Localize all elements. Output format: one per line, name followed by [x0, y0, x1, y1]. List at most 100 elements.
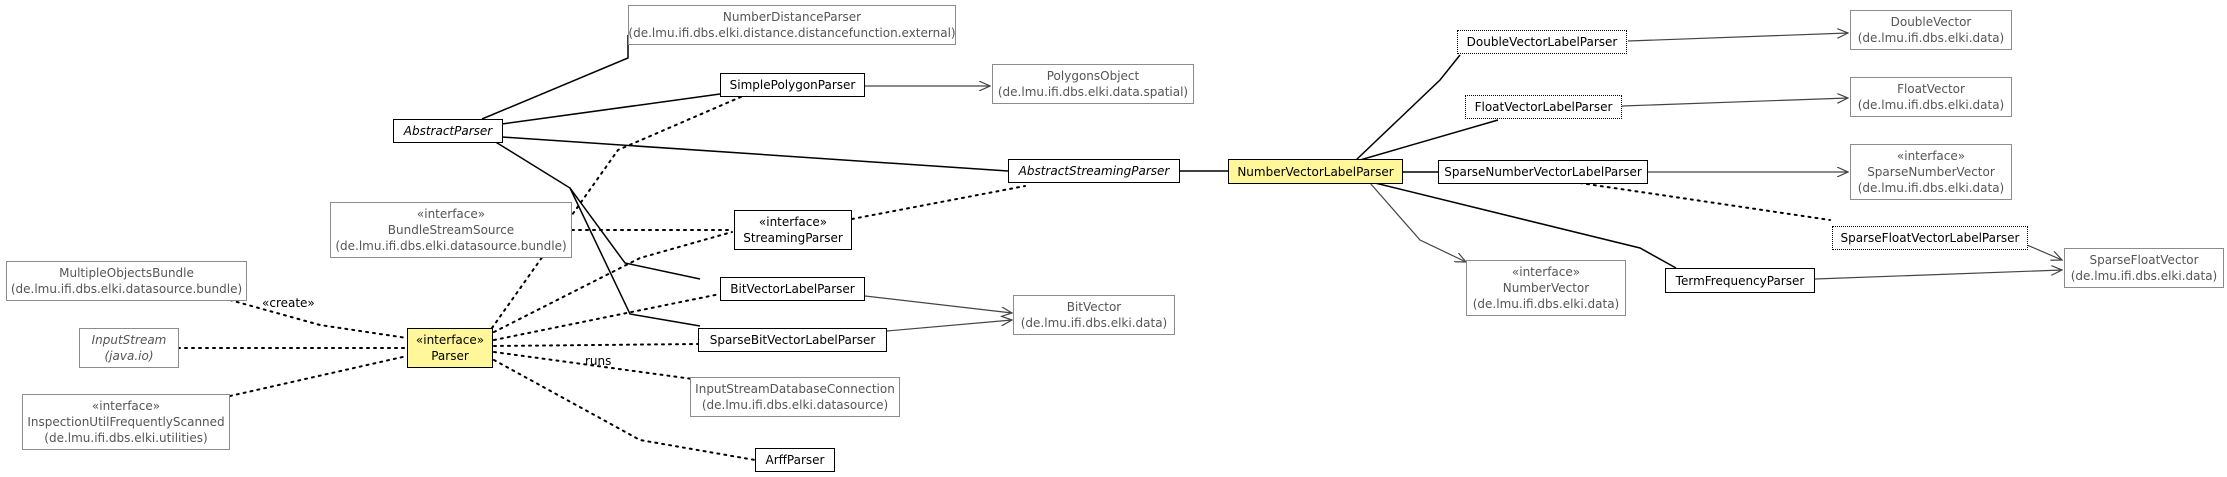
node-parser[interactable]: «interface» Parser	[407, 328, 493, 368]
node-sparse-float-vector-package: (de.lmu.ifi.dbs.elki.data)	[2070, 269, 2218, 283]
node-number-vector[interactable]: «interface» NumberVector (de.lmu.ifi.dbs…	[1466, 260, 1626, 316]
node-sparse-float-vector-label-parser-name: SparseFloatVectorLabelParser	[1840, 231, 2020, 245]
node-inspection-util-stereotype: «interface»	[91, 399, 161, 413]
node-simple-polygon-parser-name: SimplePolygonParser	[729, 78, 856, 92]
node-multiple-objects-bundle-name: MultipleObjectsBundle	[59, 266, 194, 280]
edge-parser-sparsebitvectorlabel	[493, 343, 699, 347]
node-abstract-streaming-parser[interactable]: AbstractStreamingParser	[1008, 159, 1180, 183]
edge-parser-simplepolygon	[491, 79, 781, 329]
node-double-vector-name: DoubleVector	[1890, 15, 1972, 29]
edge-sparsebitvectorlabel-bitvector	[886, 320, 1012, 332]
node-abstract-parser-name: AbstractParser	[403, 124, 493, 138]
node-bundle-stream-source-stereotype: «interface»	[416, 207, 486, 221]
node-sparse-number-vector-label-parser[interactable]: SparseNumberVectorLabelParser	[1438, 160, 1648, 184]
node-number-vector-name: NumberVector	[1502, 281, 1590, 295]
edge-floatvectorlabel-floatvector	[1621, 98, 1848, 107]
node-sparse-float-vector[interactable]: SparseFloatVector (de.lmu.ifi.dbs.elki.d…	[2064, 248, 2224, 288]
node-sparse-number-vector-name: SparseNumberVector	[1867, 165, 1995, 179]
edge-doublevectorlabel-doublevector	[1627, 33, 1848, 42]
node-bit-vector-label-parser[interactable]: BitVectorLabelParser	[720, 277, 865, 301]
edge-abstractparser-sparsebitvectorlabelparser	[569, 187, 701, 327]
node-inspection-util-package: (de.lmu.ifi.dbs.elki.utilities)	[44, 431, 208, 445]
edge-label-runs: runs	[585, 354, 612, 368]
node-input-stream-database-connection[interactable]: InputStreamDatabaseConnection (de.lmu.if…	[690, 377, 900, 417]
node-streaming-parser-name: StreamingParser	[743, 231, 843, 245]
node-number-vector-label-parser-name: NumberVectorLabelParser	[1237, 164, 1394, 179]
node-float-vector-label-parser-name: FloatVectorLabelParser	[1474, 100, 1613, 114]
node-inspection-util[interactable]: «interface» InspectionUtilFrequentlyScan…	[22, 394, 230, 450]
node-arff-parser-name: ArffParser	[765, 453, 825, 467]
node-input-stream[interactable]: InputStream (java.io)	[79, 328, 179, 368]
node-inspection-util-name: InspectionUtilFrequentlyScanned	[27, 415, 225, 429]
edge-sparsenumbervectorlabel-sparsefloat	[1579, 182, 1831, 221]
node-number-distance-parser-package: (de.lmu.ifi.dbs.elki.distance.distancefu…	[628, 26, 956, 40]
edge-sparsefloatlabel-sparsefloat	[2026, 244, 2062, 260]
node-sparse-number-vector[interactable]: «interface» SparseNumberVector (de.lmu.i…	[1850, 144, 2012, 200]
node-double-vector-label-parser[interactable]: DoubleVectorLabelParser	[1457, 30, 1627, 54]
node-parser-stereotype: «interface»	[415, 333, 485, 347]
node-input-stream-package: (java.io)	[104, 349, 154, 363]
node-sparse-bit-vector-label-parser-name: SparseBitVectorLabelParser	[709, 333, 876, 347]
node-sparse-float-vector-label-parser[interactable]: SparseFloatVectorLabelParser	[1832, 226, 2028, 250]
node-term-frequency-parser-name: TermFrequencyParser	[1675, 273, 1805, 288]
node-bundle-stream-source-package: (de.lmu.ifi.dbs.elki.datasource.bundle)	[335, 239, 567, 253]
node-polygons-object-package: (de.lmu.ifi.dbs.elki.data.spatial)	[997, 85, 1189, 99]
node-sparse-bit-vector-label-parser[interactable]: SparseBitVectorLabelParser	[698, 328, 887, 352]
node-double-vector-package: (de.lmu.ifi.dbs.elki.data)	[1857, 31, 2005, 45]
node-sparse-number-vector-stereotype: «interface»	[1896, 149, 1966, 163]
node-number-vector-stereotype: «interface»	[1511, 265, 1581, 279]
node-arff-parser[interactable]: ArffParser	[755, 448, 835, 472]
node-bit-vector-label-parser-name: BitVectorLabelParser	[730, 282, 855, 296]
node-bundle-stream-source-name: BundleStreamSource	[387, 223, 515, 237]
node-abstract-parser[interactable]: AbstractParser	[393, 119, 503, 143]
node-sparse-number-vector-package: (de.lmu.ifi.dbs.elki.data)	[1857, 181, 2005, 195]
node-bit-vector-name: BitVector	[1066, 300, 1122, 314]
node-bit-vector[interactable]: BitVector (de.lmu.ifi.dbs.elki.data)	[1013, 295, 1175, 335]
edge-inspection-parser	[229, 355, 408, 397]
node-number-distance-parser-name: NumberDistanceParser	[722, 10, 862, 24]
node-float-vector-label-parser[interactable]: FloatVectorLabelParser	[1465, 95, 1622, 119]
node-multiple-objects-bundle[interactable]: MultipleObjectsBundle (de.lmu.ifi.dbs.el…	[6, 261, 247, 301]
edge-parser-streamingparser	[493, 231, 733, 333]
node-number-vector-package: (de.lmu.ifi.dbs.elki.data)	[1472, 297, 1620, 311]
edge-parser-arff	[493, 359, 756, 461]
node-number-distance-parser[interactable]: NumberDistanceParser (de.lmu.ifi.dbs.elk…	[628, 5, 956, 45]
edge-numbervector-floatvectorlabel	[1359, 119, 1499, 161]
node-double-vector[interactable]: DoubleVector (de.lmu.ifi.dbs.elki.data)	[1850, 10, 2012, 50]
node-float-vector[interactable]: FloatVector (de.lmu.ifi.dbs.elki.data)	[1850, 77, 2012, 117]
node-term-frequency-parser[interactable]: TermFrequencyParser	[1665, 268, 1815, 293]
node-abstract-streaming-parser-name: AbstractStreamingParser	[1018, 164, 1170, 178]
node-streaming-parser[interactable]: «interface» StreamingParser	[734, 210, 852, 250]
edge-numbervector-termfrequency	[1374, 182, 1677, 269]
edge-abstractparser-simplepolygonparser	[501, 93, 721, 125]
edge-streaming-abstractstreaming	[851, 185, 1026, 220]
edge-numbervector-numbervector	[1369, 182, 1466, 262]
node-polygons-object-name: PolygonsObject	[1046, 69, 1140, 83]
edge-parser-inputstreamdb	[493, 351, 701, 381]
node-input-stream-database-connection-name: InputStreamDatabaseConnection	[695, 382, 895, 396]
edge-label-create: «create»	[262, 296, 315, 310]
node-bit-vector-package: (de.lmu.ifi.dbs.elki.data)	[1020, 316, 1168, 330]
node-number-vector-label-parser[interactable]: NumberVectorLabelParser	[1228, 159, 1403, 184]
node-parser-name: Parser	[431, 349, 469, 363]
node-float-vector-package: (de.lmu.ifi.dbs.elki.data)	[1857, 98, 2005, 112]
edge-abstractparser-bitvectorlabelparser	[493, 140, 701, 280]
node-simple-polygon-parser[interactable]: SimplePolygonParser	[720, 73, 865, 97]
node-double-vector-label-parser-name: DoubleVectorLabelParser	[1466, 35, 1618, 49]
node-multiple-objects-bundle-package: (de.lmu.ifi.dbs.elki.datasource.bundle)	[10, 282, 243, 296]
node-streaming-parser-stereotype: «interface»	[758, 215, 828, 229]
solid-edges	[481, 35, 1677, 327]
edge-multipleobjects-parser	[229, 299, 408, 339]
node-polygons-object[interactable]: PolygonsObject (de.lmu.ifi.dbs.elki.data…	[992, 64, 1194, 104]
arrow-edges	[864, 33, 2062, 332]
node-input-stream-database-connection-package: (de.lmu.ifi.dbs.elki.datasource)	[701, 398, 889, 412]
dotted-edges	[177, 79, 1831, 461]
edge-abstractparser-abstractstreamingparser	[501, 136, 1009, 172]
node-sparse-number-vector-label-parser-name: SparseNumberVectorLabelParser	[1444, 165, 1642, 179]
edge-parser-bitvectorlabel	[493, 293, 721, 341]
node-bundle-stream-source[interactable]: «interface» BundleStreamSource (de.lmu.i…	[330, 202, 572, 258]
edge-numbervector-doublevectorlabel	[1354, 54, 1461, 162]
node-sparse-float-vector-name: SparseFloatVector	[2089, 253, 2199, 267]
edge-termfrequency-sparsefloat	[1814, 270, 2062, 280]
